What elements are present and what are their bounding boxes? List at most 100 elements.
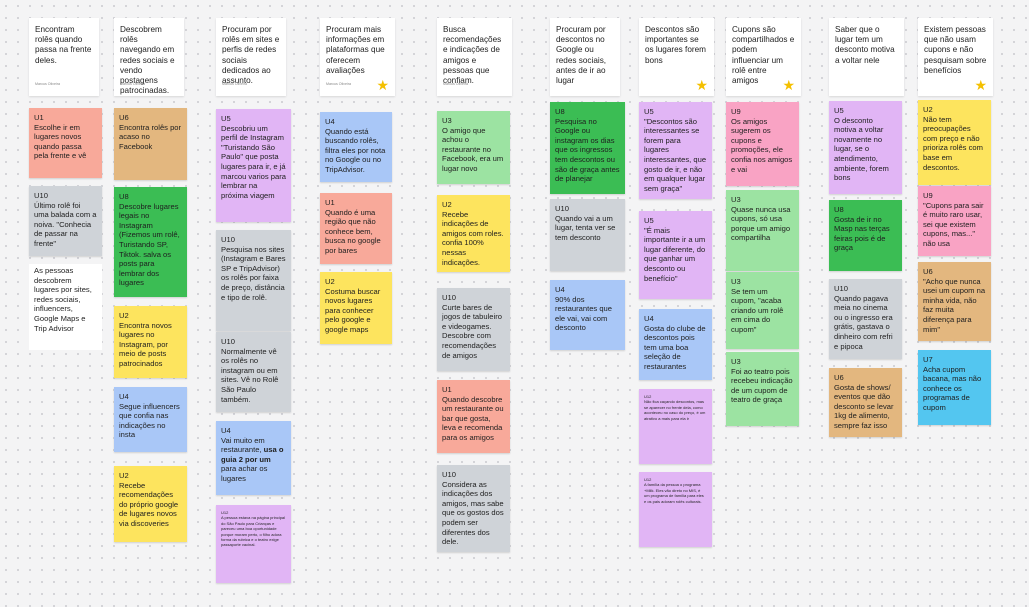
note-text: U4 Segue influencers que confia nas indi… [119, 392, 180, 440]
note-text: U3 Quase nunca usa cupons, só usa porque… [731, 195, 791, 243]
sticky-note[interactable]: U4 Segue influencers que confia nas indi… [114, 387, 187, 452]
column-header-8[interactable]: Cupons são compartilhados e podem influe… [726, 18, 801, 96]
sticky-note[interactable]: U5 "Descontos são interessantes se forem… [639, 102, 712, 199]
sticky-note[interactable]: U2 Encontra novos lugares no Instagram, … [114, 306, 187, 378]
column-title: Encontram rolês quando passa na frente d… [35, 25, 92, 65]
note-text: U4 Vai muito em restaurante, [221, 426, 265, 455]
note-text: U12 A família da pessoa o programa +Milk… [644, 477, 704, 504]
sticky-note[interactable]: U8 Gosta de ir no Masp nas terças feiras… [829, 200, 902, 271]
note-text: U10 Normalmente vê os rolês no instagram… [221, 337, 279, 404]
sticky-note[interactable]: U12 Não fica caçando descontos, mas se a… [639, 389, 712, 464]
note-text: U4 Quando está buscando rolês, filtra el… [325, 117, 386, 174]
column-title: Descobrem rolês navegando em redes socia… [120, 25, 175, 96]
sticky-note[interactable]: U5 "É mais importante ir a um lugar dife… [639, 211, 712, 299]
sticky-note[interactable]: U8 Descobre lugares legais no Instagram … [114, 187, 187, 297]
author-label: Marcus Oliveira [222, 81, 247, 86]
column-title: Busca recomendações e indicações de amig… [443, 25, 502, 86]
note-bold-text: usa o guia 2 por um [221, 445, 284, 464]
note-text: U8 Gosta de ir no Masp nas terças feiras… [834, 205, 890, 253]
sticky-note[interactable]: U3 Foi ao teatro pois recebeu indicação … [726, 352, 799, 426]
sticky-note[interactable]: U8 Pesquisa no Google ou instagram os di… [550, 102, 625, 194]
sticky-note[interactable]: U10 Considera as indicações dos amigos, … [437, 465, 510, 552]
column-header-10[interactable]: Existem pessoas que não usam cupons e nã… [918, 18, 993, 96]
note-text: U8 Descobre lugares legais no Instagram … [119, 192, 180, 288]
sticky-note[interactable]: U2 Costuma buscar novos lugares para con… [320, 272, 392, 344]
note-text: U3 Se tem um cupom, "acaba criando um ro… [731, 277, 784, 334]
sticky-note[interactable]: U4 Quando está buscando rolês, filtra el… [320, 112, 392, 182]
sticky-note[interactable]: U1 Quando descobre um restaurante ou bar… [437, 380, 510, 453]
note-text: U12 A pessoa estava na página principal … [221, 510, 286, 548]
star-icon: ★ [695, 77, 708, 93]
sticky-note[interactable]: U5 Descobriu um perfil de Instagram "Tur… [216, 109, 291, 222]
sticky-note[interactable]: U4 90% dos restaurantes que ele vai, vai… [550, 280, 625, 350]
note-text: U6 "Acho que nunca usei um cupom na minh… [923, 267, 986, 334]
sticky-note[interactable]: U9 Os amigos sugerem os cupons e promoçõ… [726, 102, 799, 186]
note-text: U2 Encontra novos lugares no Instagram, … [119, 311, 172, 368]
sticky-note[interactable]: U4 Gosta do clube de descontos pois tem … [639, 309, 712, 380]
sticky-note[interactable]: U10 Último rolê foi uma balada com a noi… [29, 186, 102, 256]
column-header-4[interactable]: Procuram mais informações em plataformas… [320, 18, 395, 96]
sticky-note[interactable]: U10 Quando vai a um lugar, tenta ver se … [550, 199, 625, 271]
note-text: U2 Recebe recomendações do próprio googl… [119, 471, 179, 528]
author-label: Marcus Oliveira [326, 81, 351, 86]
column-header-3[interactable]: Procuram por rolês em sites e perfis de … [216, 18, 286, 96]
note-text: U10 Considera as indicações dos amigos, … [442, 470, 504, 547]
column-title: Cupons são compartilhados e podem influe… [732, 25, 795, 86]
note-text: U9 "Cupons para sair é muito raro usar, … [923, 191, 984, 248]
column-header-2[interactable]: Descobrem rolês navegando em redes socia… [114, 18, 184, 96]
sticky-note[interactable]: U6 Encontra rolês por acaso no Facebook [114, 108, 187, 180]
column-title: Descontos são importantes se os lugares … [645, 25, 706, 65]
sticky-note[interactable]: U1 Quando é uma região que não conhece b… [320, 193, 392, 264]
column-header-5[interactable]: Busca recomendações e indicações de amig… [437, 18, 512, 96]
author-label: Marcus Oliveira [120, 81, 145, 86]
note-text: U9 Os amigos sugerem os cupons e promoçõ… [731, 107, 793, 174]
column-header-7[interactable]: Descontos são importantes se os lugares … [639, 18, 714, 96]
sticky-note[interactable]: U7 Acha cupom bacana, mas não conhece os… [918, 350, 991, 425]
sticky-note[interactable]: U2 Não tem preocupações com preço e não … [918, 100, 991, 185]
sticky-note[interactable]: U3 O amigo que achou o restaurante no Fa… [437, 111, 510, 184]
note-text: U1 Quando é uma região que não conhece b… [325, 198, 381, 255]
sticky-note[interactable]: U3 Se tem um cupom, "acaba criando um ro… [726, 272, 799, 349]
note-text: U4 Gosta do clube de descontos pois tem … [644, 314, 706, 371]
note-text: U2 Costuma buscar novos lugares para con… [325, 277, 381, 334]
column-title: Procuram por descontos no Google ou rede… [556, 25, 607, 86]
column-title: Procuram mais informações em plataformas… [326, 25, 385, 75]
note-text: para achar os lugares [221, 464, 268, 483]
sticky-note[interactable]: U3 Quase nunca usa cupons, só usa porque… [726, 190, 799, 271]
note-text: U5 Descobriu um perfil de Instagram "Tur… [221, 114, 286, 200]
sticky-note[interactable]: U10 Pesquisa nos sites (Instagram e Bare… [216, 230, 291, 331]
sticky-note[interactable]: U2 Recebe recomendações do próprio googl… [114, 466, 187, 542]
column-header-6[interactable]: Procuram por descontos no Google ou rede… [550, 18, 620, 96]
star-icon: ★ [974, 77, 987, 93]
author-label: Marcus Oliveira [35, 81, 60, 86]
sticky-note[interactable]: U9 "Cupons para sair é muito raro usar, … [918, 186, 991, 256]
summary-text[interactable]: As pessoas descobrem lugares por sites, … [29, 264, 102, 350]
sticky-note[interactable]: U4 Vai muito em restaurante, usa o guia … [216, 421, 291, 495]
sticky-note[interactable]: U2 Recebe indicações de amigos com roles… [437, 195, 510, 272]
sticky-note[interactable]: U10 Quando pagava meia no cinema ou o in… [829, 279, 902, 359]
sticky-note[interactable]: U5 O desconto motiva a voltar novamente … [829, 101, 902, 194]
note-text: U5 "Descontos são interessantes se forem… [644, 107, 707, 193]
note-text: U5 "É mais importante ir a um lugar dife… [644, 216, 706, 283]
note-text: U7 Acha cupom bacana, mas não conhece os… [923, 355, 982, 412]
sticky-note[interactable]: U1 Escolhe ir em lugares novos quando pa… [29, 108, 102, 178]
note-text: U10 Quando vai a um lugar, tenta ver se … [555, 204, 616, 242]
column-header-9[interactable]: Saber que o lugar tem um desconto motiva… [829, 18, 904, 96]
column-header-1[interactable]: Encontram rolês quando passa na frente d… [29, 18, 99, 96]
sticky-note[interactable]: U6 Gosta de shows/ eventos que dão desco… [829, 368, 902, 437]
note-text: U2 Não tem preocupações com preço e não … [923, 105, 983, 172]
note-text: U10 Quando pagava meia no cinema ou o in… [834, 284, 893, 351]
sticky-note[interactable]: U12 A pessoa estava na página principal … [216, 505, 291, 583]
note-text: U2 Recebe indicações de amigos com roles… [442, 200, 504, 267]
note-text: U3 O amigo que achou o restaurante no Fa… [442, 116, 504, 173]
note-text: U5 O desconto motiva a voltar novamente … [834, 106, 889, 183]
sticky-note[interactable]: U10 Normalmente vê os rolês no instagram… [216, 332, 291, 412]
note-text: U1 Quando descobre um restaurante ou bar… [442, 385, 504, 442]
column-title: Existem pessoas que não usam cupons e nã… [924, 25, 987, 75]
sticky-note[interactable]: U12 A família da pessoa o programa +Milk… [639, 472, 712, 547]
sticky-note[interactable]: U10 Curte bares de jogos de tabuleiro e … [437, 288, 510, 371]
sticky-note[interactable]: U6 "Acho que nunca usei um cupom na minh… [918, 262, 991, 341]
note-text: U6 Encontra rolês por acaso no Facebook [119, 113, 182, 151]
note-text: U12 Não fica caçando descontos, mas se a… [644, 394, 706, 421]
